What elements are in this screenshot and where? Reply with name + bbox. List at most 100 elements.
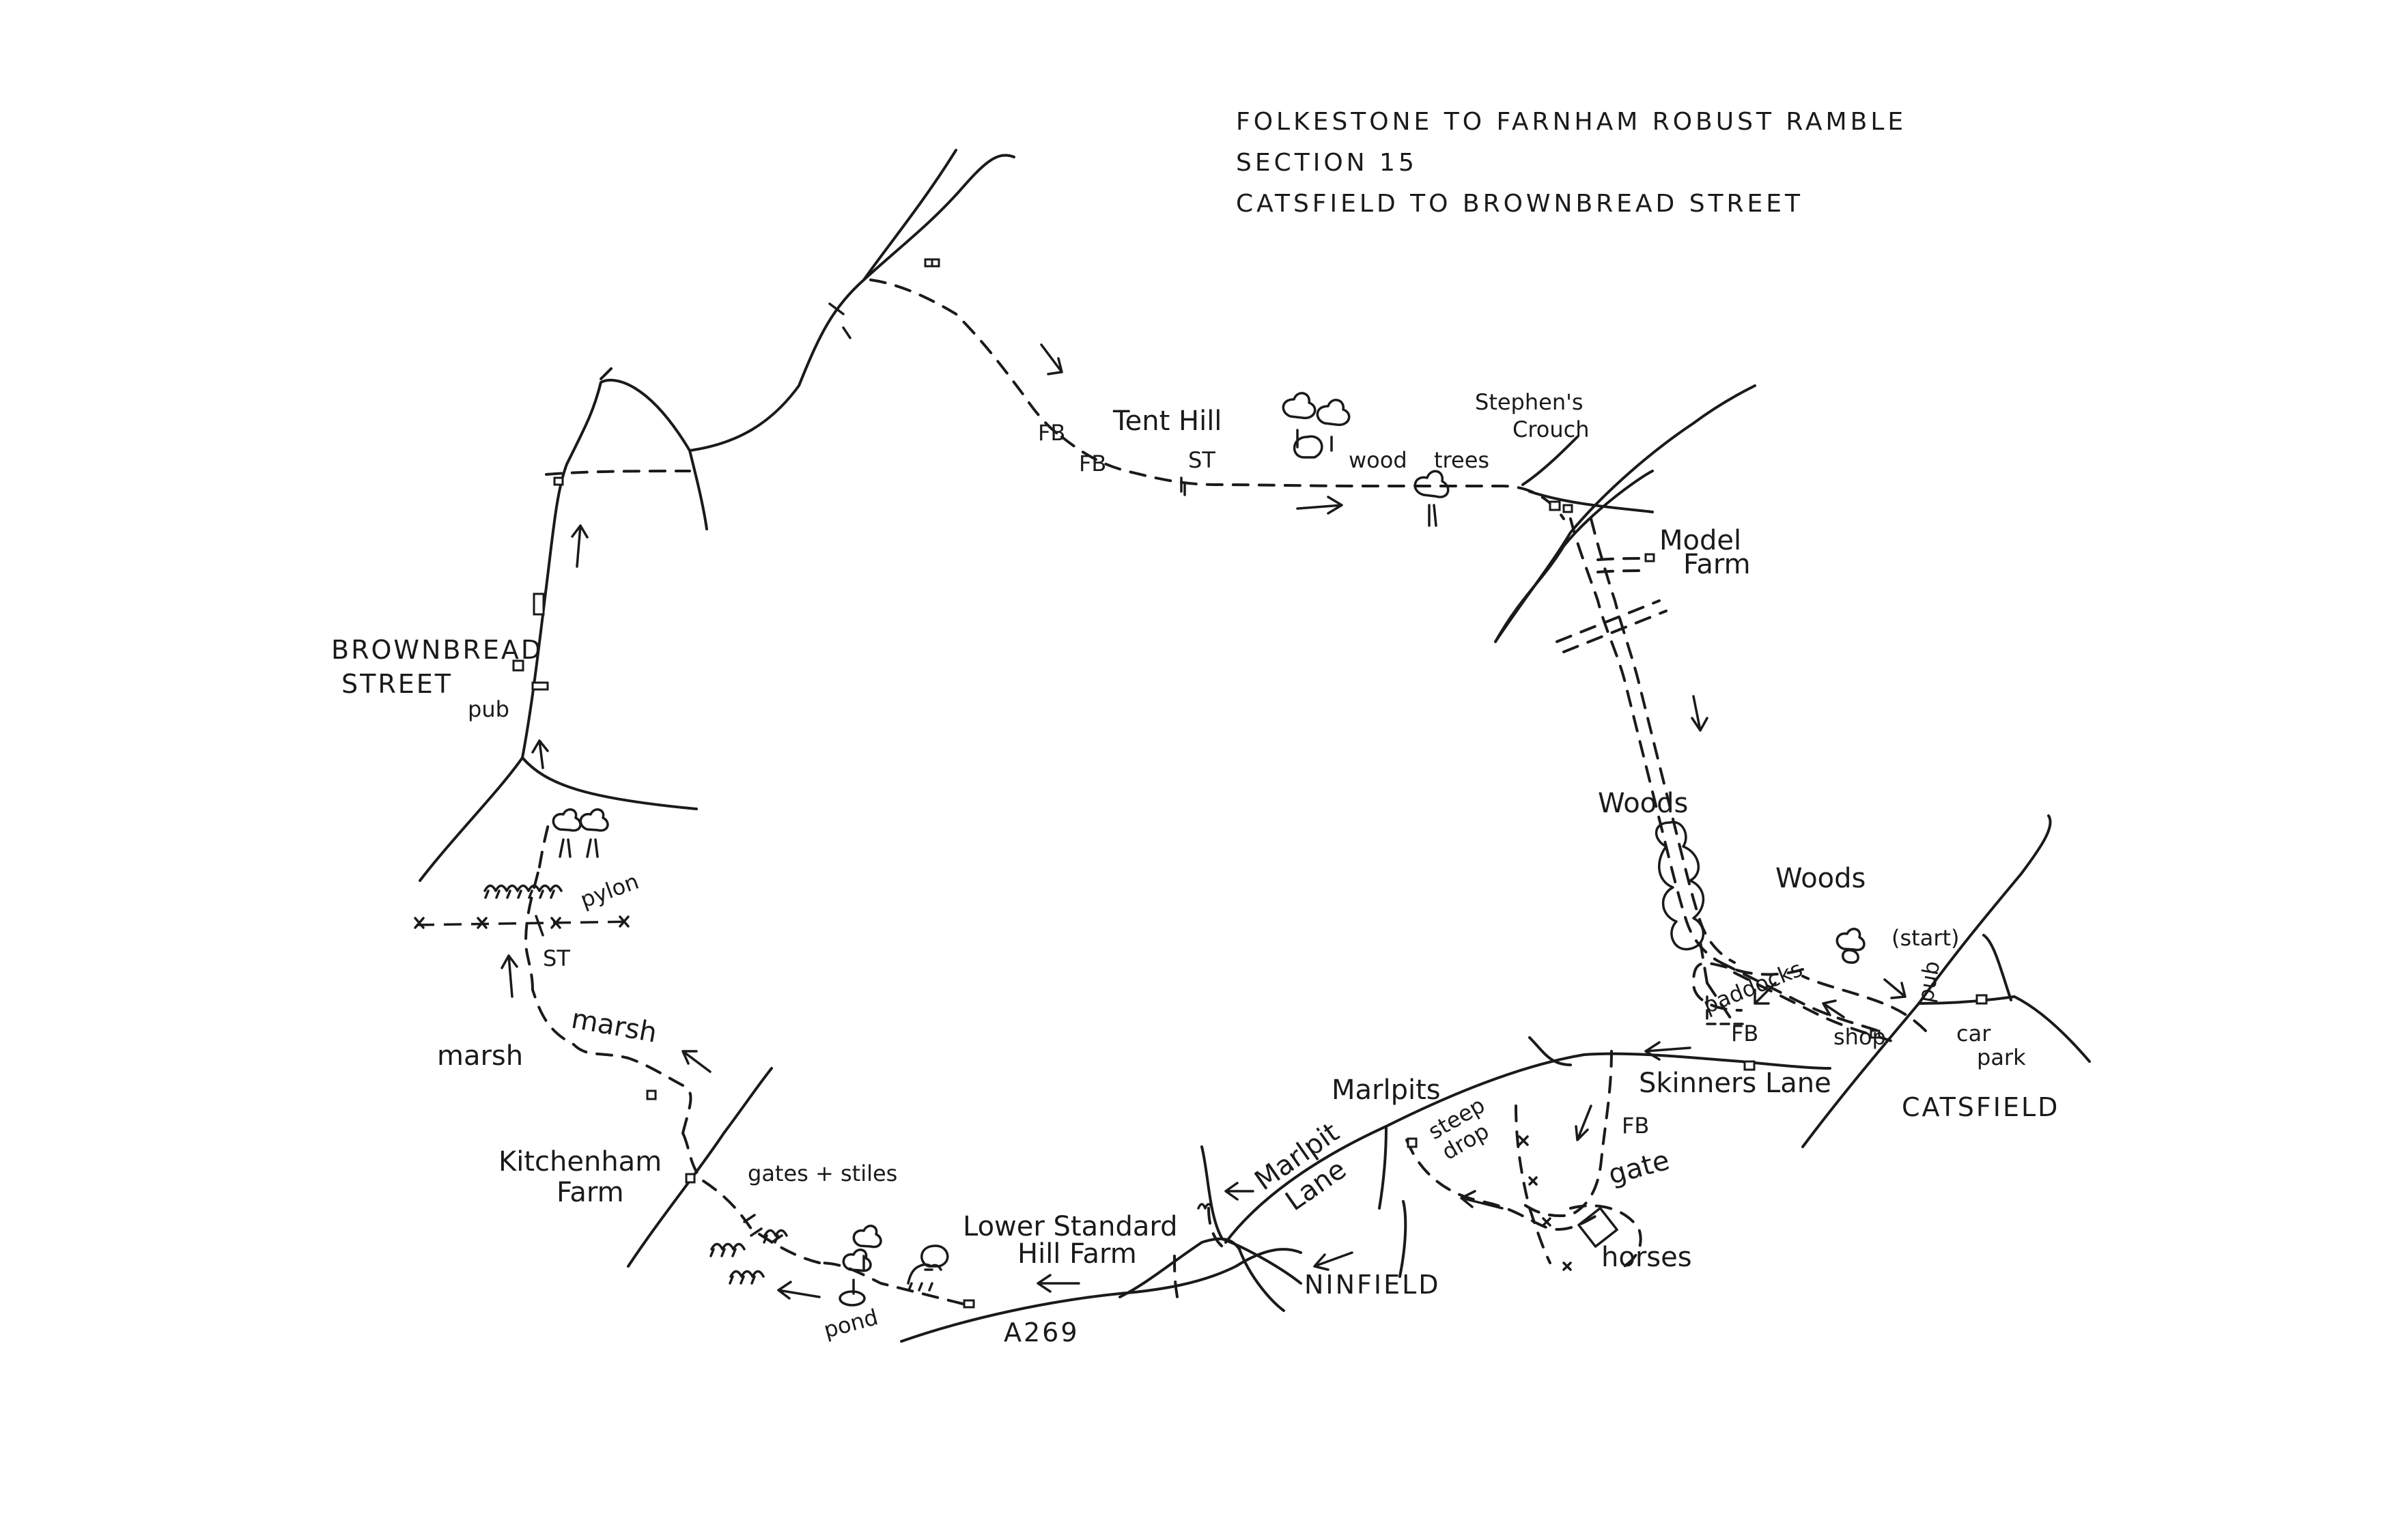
- tree-icon: [920, 1244, 949, 1271]
- road-stephens-crouch-east: [1494, 470, 1654, 643]
- tree-group-icon: [552, 808, 609, 858]
- road-a269: [900, 1248, 1302, 1343]
- label-car: car: [1956, 1021, 1991, 1046]
- label-catsfield: CATSFIELD: [1902, 1092, 2059, 1122]
- hedge-icon: [729, 1270, 765, 1285]
- road-kitchenham: [627, 1067, 773, 1268]
- label-marsh-2: marsh: [437, 1040, 523, 1072]
- path-brownbread-to-junction: [545, 470, 691, 476]
- footpaths: [416, 279, 1927, 1305]
- label-pub-brownbread: pub: [468, 696, 509, 722]
- arrow-icon: [531, 739, 549, 769]
- arrow-icon: [1040, 343, 1063, 375]
- roads: [419, 149, 2091, 1343]
- path-model-spur: [1596, 557, 1647, 573]
- path-gates-stiles: [681, 1132, 821, 1264]
- label-fb-skinners: FB: [1622, 1113, 1649, 1139]
- road-stephens-to-model: [1528, 490, 1654, 513]
- label-model-farm-1: Model: [1659, 525, 1741, 556]
- arrow-icon: [501, 954, 518, 998]
- building-icon: [646, 1089, 657, 1100]
- building-icon: [533, 593, 545, 616]
- building-icon: [963, 1299, 975, 1309]
- road-catsfield-north: [1982, 934, 2012, 1001]
- path-woods-to-catsfield: [1719, 961, 1893, 1042]
- path-catsfield-to-pub: [1801, 975, 1927, 1032]
- label-lower-standard-1: Lower Standard: [963, 1211, 1178, 1242]
- label-stephens-crouch-1: Stephen's: [1475, 389, 1584, 415]
- label-marsh-1: marsh: [569, 1003, 659, 1049]
- road-nw-spur: [600, 367, 613, 380]
- building-icon: [531, 681, 549, 691]
- label-tent-hill: Tent Hill: [1112, 405, 1222, 437]
- path-pylon-cross: [416, 920, 636, 926]
- arrow-icon: [1460, 1190, 1504, 1210]
- path-steep-drop: [1515, 1104, 1551, 1264]
- label-horses: horses: [1601, 1242, 1692, 1273]
- road-catsfield: [1801, 814, 2052, 1148]
- path-pub-to-paddocks: [1691, 962, 1804, 1012]
- arrow-icon: [1296, 496, 1343, 515]
- hedge-icon: [907, 1263, 942, 1292]
- building-icon: [931, 258, 940, 268]
- label-gates-stiles: gates + stiles: [748, 1160, 897, 1186]
- label-brownbread-2: STREET: [341, 669, 453, 699]
- map-title: FOLKESTONE TO FARNHAM ROBUST RAMBLE SECT…: [1236, 108, 1906, 218]
- road-a269-south: [1118, 1237, 1241, 1298]
- building-icon: [1562, 504, 1573, 513]
- label-stephens-crouch-2: Crouch: [1512, 416, 1590, 442]
- label-skinners-lane: Skinners Lane: [1639, 1068, 1831, 1099]
- label-wood: wood: [1349, 447, 1407, 473]
- title-line-3: CATSFIELD TO BROWNBREAD STREET: [1236, 190, 1803, 218]
- arrow-icon: [681, 1050, 712, 1073]
- path-pylon: [538, 818, 551, 868]
- arrow-icon: [1644, 1041, 1691, 1061]
- road-tick-icon: [828, 302, 852, 339]
- building-icon: [1407, 1137, 1418, 1148]
- building-icon: [1870, 1029, 1881, 1039]
- road-brownbread-street: [419, 154, 1015, 882]
- arrow-icon: [1754, 982, 1777, 1005]
- path-tent-hill: [1060, 436, 1565, 520]
- arrow-icon: [1224, 1182, 1254, 1201]
- road-steep-drop: [1378, 1125, 1388, 1210]
- place-labels: CATSFIELD NINFIELD BROWNBREAD STREET A26…: [331, 389, 2059, 1348]
- hedge-icon: [483, 884, 563, 899]
- building-icon: [1743, 1060, 1756, 1071]
- path-north-descent: [869, 279, 1063, 438]
- tree-icon: [1835, 928, 1866, 964]
- label-brownbread-1: BROWNBREAD: [331, 635, 543, 665]
- stile-icon: [535, 915, 544, 937]
- label-pub-catsfield: pub: [1912, 959, 1945, 1005]
- path-lower-standard: [818, 1261, 964, 1305]
- arrow-icon: [1822, 999, 1845, 1018]
- path-steep-drop-loop: [1405, 1139, 1599, 1231]
- tree-icon: [1413, 470, 1450, 527]
- label-fb-catsfield: FB: [1731, 1021, 1758, 1046]
- road-model-lane-north: [1521, 436, 1579, 486]
- tree-group-icon: [842, 1225, 882, 1295]
- pylon-marker-icon: [414, 915, 630, 929]
- label-marlpits: Marlpits: [1332, 1074, 1441, 1106]
- path-a269-to-pond: [1173, 1255, 1179, 1302]
- path-marlpit-to-a269: [1207, 1207, 1227, 1251]
- arrow-icon: [1037, 1274, 1080, 1293]
- paddock-outline-icon: [1706, 995, 1749, 1025]
- label-woods-1: Woods: [1598, 788, 1688, 819]
- road-ninfield-junction: [1200, 1145, 1302, 1285]
- label-woods-2: Woods: [1775, 863, 1866, 894]
- building-icon: [553, 476, 564, 486]
- gate-marker-icon: [743, 1214, 783, 1244]
- label-trees: trees: [1434, 447, 1489, 473]
- title-line-1: FOLKESTONE TO FARNHAM ROBUST RAMBLE: [1236, 108, 1906, 136]
- feature-labels: pub (start) shop car park paddocks FB FB…: [437, 420, 2026, 1343]
- arrow-icon: [777, 1281, 821, 1300]
- label-model-farm-2: Farm: [1683, 549, 1751, 580]
- stile-cross-icon: [1518, 1135, 1572, 1271]
- arrow-icon: [571, 524, 589, 568]
- arrow-icon: [1313, 1251, 1353, 1271]
- path-gate-horses: [1569, 1204, 1642, 1271]
- building-icon: [512, 659, 524, 672]
- label-ninfield: NINFIELD: [1304, 1270, 1441, 1300]
